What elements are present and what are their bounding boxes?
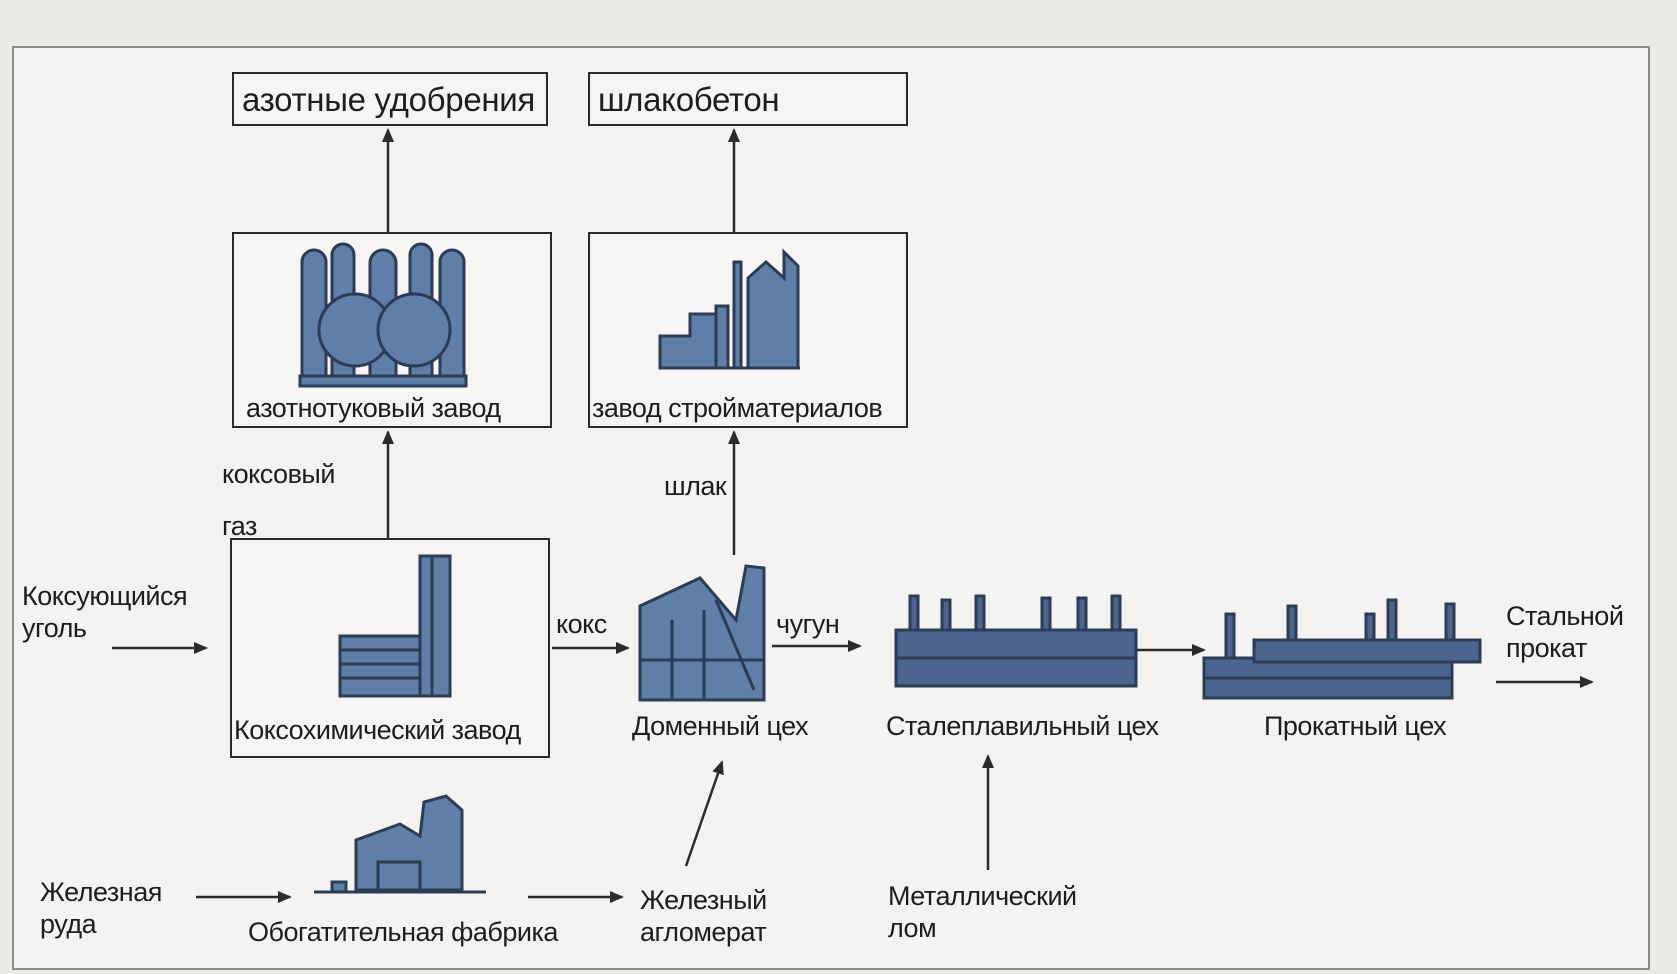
label-coke: кокс [556, 609, 607, 639]
label-rolling-shop: Прокатный цех [1264, 711, 1447, 741]
product-box-fertilizers: азотные удобрения [232, 72, 548, 126]
label-rolled-steel: Стальной прокат [1506, 601, 1624, 664]
blast-furnace-icon [638, 564, 766, 702]
steelmaking-shop-icon [894, 594, 1138, 688]
label-scrap-metal: Металлический лом [888, 881, 1077, 944]
nitrogen-plant-icon [298, 242, 468, 388]
label-blast-furnace-shop: Доменный цех [632, 711, 809, 741]
label-steelmaking-shop: Сталеплавильный цех [886, 711, 1159, 741]
plant-box-building-materials [588, 232, 908, 428]
label-slag: шлак [664, 471, 727, 501]
label-coking-coal: Коксующийся уголь [22, 581, 188, 644]
product-label-fertilizers: азотные удобрения [242, 81, 535, 118]
label-coke-gas: коксовый газ [222, 459, 335, 541]
coke-chemical-plant-icon [338, 554, 452, 698]
arrow-agglomerate-to-blast [684, 760, 724, 867]
label-iron-ore: Железная руда [40, 877, 162, 940]
enrichment-factory-icon [314, 794, 486, 894]
product-box-slag-concrete: шлакобетон [588, 72, 908, 126]
label-pig-iron: чугун [776, 609, 840, 639]
building-materials-plant-icon [658, 248, 800, 370]
rolling-shop-icon [1202, 598, 1482, 700]
label-enrichment-factory: Обогатительная фабрика [248, 917, 558, 947]
product-label-slag-concrete: шлакобетон [598, 81, 780, 118]
label-coke-chemical-plant: Коксохимический завод [234, 715, 521, 745]
diagram-frame [12, 46, 1650, 970]
label-nitrogen-plant: азотнотуковый завод [246, 393, 501, 423]
label-iron-agglomerate: Железный агломерат [640, 885, 767, 948]
label-building-materials-plant: завод стройматериалов [592, 393, 883, 423]
